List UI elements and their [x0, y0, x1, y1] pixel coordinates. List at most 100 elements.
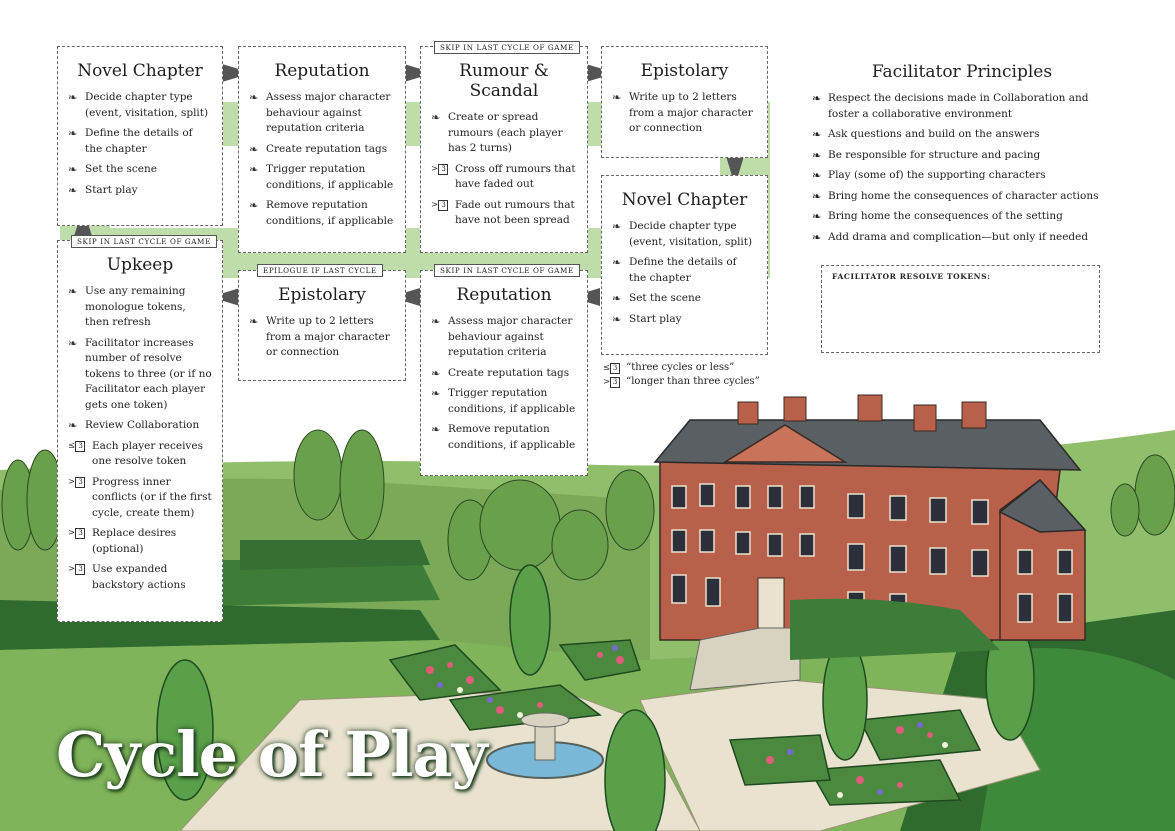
list-item: ❧Create reputation tags — [431, 366, 570, 380]
card-title: Upkeep — [106, 255, 174, 275]
list-item: ❧Bring home the consequences of the sett… — [812, 210, 1063, 223]
list-item: ❧Facilitator increases number of resolve… — [68, 336, 212, 411]
longer-than-three-cycles-marker: >3 — [68, 526, 86, 542]
epistolary-card: Epistolary ❧Write up to 2 letters from a… — [601, 46, 768, 158]
card-title: Epistolary — [278, 285, 366, 305]
list-item: ❧Start play — [612, 312, 682, 326]
list-item: ❧Respect the decisions made in Collabora… — [812, 92, 1089, 120]
list-item: ❧Define the details of the chapter — [68, 127, 193, 155]
list-item: ❧Set the scene — [612, 292, 701, 305]
list-item: ❧Trigger reputation conditions, if appli… — [249, 163, 394, 191]
list-item: ❧Trigger reputation conditions, if appli… — [431, 387, 576, 415]
list-item: ❧Remove reputation conditions, if applic… — [431, 423, 576, 451]
quill-bullet-icon: ❧ — [68, 127, 78, 140]
list-item: ❧Play (some of) the supporting character… — [812, 169, 1046, 182]
quill-bullet-icon: ❧ — [249, 91, 259, 104]
quill-bullet-icon: ❧ — [612, 292, 622, 305]
skip-last-cycle-tag: Skip in last cycle of game — [434, 264, 580, 277]
reputation-card: Reputation ❧Assess major character behav… — [420, 270, 588, 476]
longer-than-three-cycles-marker: >3 — [68, 562, 86, 578]
quill-bullet-icon: ❧ — [812, 128, 822, 141]
list-item: ❧Assess major character behaviour agains… — [431, 315, 573, 358]
quill-bullet-icon: ❧ — [812, 92, 822, 105]
page-title: Cycle of Play — [56, 718, 488, 791]
quill-bullet-icon: ❧ — [812, 169, 822, 182]
longer-than-three-cycles-marker: >3 — [68, 475, 86, 491]
quill-bullet-icon: ❧ — [249, 315, 259, 328]
card-title: Novel Chapter — [621, 190, 748, 210]
quill-bullet-icon: ❧ — [68, 336, 78, 350]
rumour-scandal-card: Rumour & Scandal ❧Create or spread rumou… — [420, 46, 588, 253]
list-item: ❧Review Collaboration — [68, 419, 200, 432]
facilitator-principles: Facilitator Principles ❧Respect the deci… — [812, 62, 1112, 250]
card-title: Epistolary — [640, 61, 729, 81]
upkeep-card: Upkeep ❧Use any remaining monologue toke… — [57, 240, 223, 622]
quill-bullet-icon: ❧ — [612, 220, 622, 233]
novel-chapter-card: Novel Chapter ❧Decide chapter type (even… — [601, 175, 768, 355]
longer-than-three-cycles-marker: >3 — [603, 377, 621, 388]
legend-item: ≤3“three cycles or less” — [603, 362, 735, 374]
longer-than-three-cycles-marker: >3 — [431, 162, 449, 178]
quill-bullet-icon: ❧ — [431, 111, 441, 124]
quill-bullet-icon: ❧ — [612, 312, 622, 326]
resolve-tokens-label: Facilitator resolve tokens: — [832, 272, 991, 281]
quill-bullet-icon: ❧ — [431, 315, 441, 328]
quill-bullet-icon: ❧ — [612, 256, 622, 269]
quill-bullet-icon: ❧ — [249, 163, 259, 176]
card-title: Rumour & Scandal — [459, 61, 549, 101]
list-item: ❧Assess major character behaviour agains… — [249, 91, 391, 134]
quill-bullet-icon: ❧ — [812, 148, 822, 162]
quill-bullet-icon: ❧ — [68, 285, 78, 298]
card-title: Reputation — [456, 285, 552, 305]
list-item: ❧Define the details of the chapter — [612, 256, 737, 284]
list-item: ❧Write up to 2 letters from a major char… — [249, 315, 390, 358]
list-item: ❧Start play — [68, 183, 138, 197]
section-title: Facilitator Principles — [871, 62, 1053, 82]
list-item: ❧Decide chapter type (event, visitation,… — [612, 220, 753, 248]
list-item: ❧Create reputation tags — [249, 142, 388, 156]
quill-bullet-icon: ❧ — [68, 419, 78, 432]
three-cycles-or-less-marker: ≤3 — [68, 439, 86, 455]
list-item: ❧Use any remaining monologue tokens, the… — [68, 285, 186, 328]
quill-bullet-icon: ❧ — [812, 189, 822, 203]
quill-bullet-icon: ❧ — [812, 230, 822, 244]
three-cycles-or-less-marker: ≤3 — [603, 363, 621, 374]
card-title: Reputation — [274, 61, 370, 81]
epistolary-card: Epistolary ❧Write up to 2 letters from a… — [238, 270, 406, 381]
quill-bullet-icon: ❧ — [249, 199, 259, 212]
legend-item: >3“longer than three cycles” — [603, 376, 760, 388]
list-item: ❧Remove reputation conditions, if applic… — [249, 199, 394, 227]
quill-bullet-icon: ❧ — [431, 423, 441, 436]
quill-bullet-icon: ❧ — [68, 163, 78, 176]
list-item: ❧Bring home the consequences of characte… — [812, 189, 1099, 203]
reputation-card: Reputation ❧Assess major character behav… — [238, 46, 406, 253]
list-item: ❧Write up to 2 letters from a major char… — [612, 91, 753, 134]
quill-bullet-icon: ❧ — [431, 387, 441, 400]
quill-bullet-icon: ❧ — [68, 91, 78, 104]
quill-bullet-icon: ❧ — [249, 142, 259, 156]
list-item: ❧Ask questions and build on the answers — [812, 128, 1040, 141]
skip-last-cycle-tag: Skip in last cycle of game — [434, 41, 580, 54]
skip-last-cycle-tag: Skip in last cycle of game — [71, 235, 217, 248]
quill-bullet-icon: ❧ — [812, 210, 822, 223]
novel-chapter-card: Novel Chapter ❧Decide chapter type (even… — [57, 46, 223, 226]
quill-bullet-icon: ❧ — [68, 183, 78, 197]
quill-bullet-icon: ❧ — [431, 366, 441, 380]
list-item: ❧Create or spread rumours (each player h… — [431, 111, 563, 154]
longer-than-three-cycles-marker: >3 — [431, 198, 449, 214]
list-item: ❧Be responsible for structure and pacing — [812, 148, 1041, 162]
list-item: ❧Set the scene — [68, 163, 157, 176]
card-title: Novel Chapter — [77, 61, 203, 81]
resolve-tokens-box[interactable]: Facilitator resolve tokens: — [821, 265, 1100, 353]
legend: ≤3“three cycles or less” >3“longer than … — [603, 361, 760, 389]
list-item: ❧Decide chapter type (event, visitation,… — [68, 91, 209, 119]
epilogue-last-cycle-tag: Epilogue if last cycle — [257, 264, 383, 277]
quill-bullet-icon: ❧ — [612, 91, 622, 104]
list-item: ❧Add drama and complication—but only if … — [812, 230, 1089, 244]
